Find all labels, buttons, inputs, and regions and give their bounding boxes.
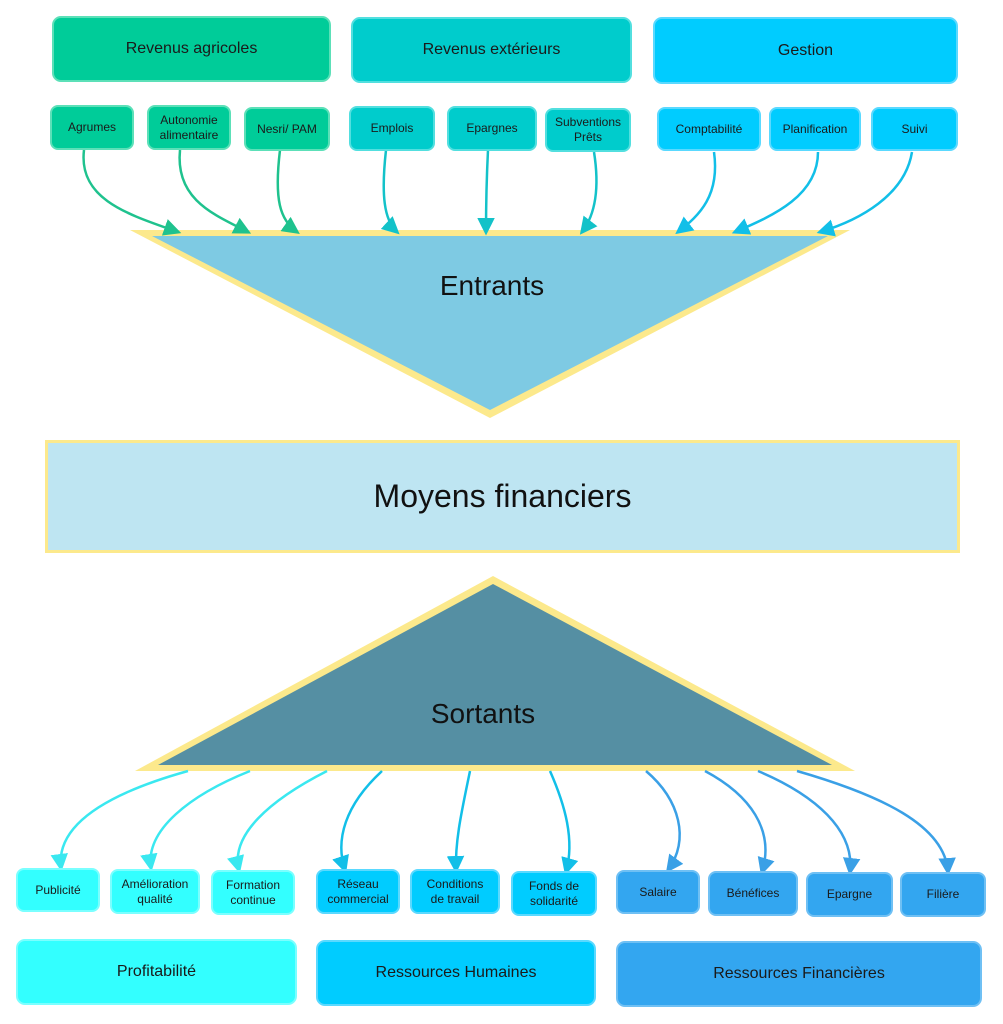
arrow-filiere	[796, 769, 956, 876]
input-item-comptabilite: Comptabilité	[657, 107, 761, 151]
category-profitabilite: Profitabilité	[16, 939, 297, 1005]
arrow-suivi	[816, 151, 914, 237]
output-item-fonds-de-solidarite: Fonds de solidarité	[511, 871, 597, 916]
output-item-conditions-de-travail: Conditions de travail	[410, 869, 500, 914]
arrow-publicite	[50, 769, 189, 872]
arrow-conditions	[446, 770, 472, 874]
input-item-subventions-prets: Subventions Prêts	[545, 108, 631, 152]
arrow-reseau	[332, 770, 383, 874]
moyens-financiers-box: Moyens financiers	[45, 440, 960, 553]
arrow-epargne	[757, 769, 861, 876]
entrants-triangle	[152, 236, 828, 410]
arrow-fonds	[548, 770, 579, 876]
entrants-label: Entrants	[439, 270, 545, 301]
input-item-agrumes: Agrumes	[50, 105, 134, 150]
input-item-suivi: Suivi	[871, 107, 958, 151]
output-item-epargne: Epargne	[806, 872, 893, 917]
arrow-emplois	[380, 149, 400, 235]
arrow-agrumes	[82, 149, 182, 236]
moyens-financiers-label: Moyens financiers	[373, 478, 632, 514]
input-item-planification: Planification	[769, 107, 861, 151]
arrow-planification	[731, 151, 820, 235]
category-gestion: Gestion	[653, 17, 958, 84]
arrow-salaire	[645, 770, 684, 873]
output-item-publicite: Publicité	[16, 868, 100, 912]
arrow-epargnes	[477, 149, 495, 236]
input-item-emplois: Emplois	[349, 106, 435, 151]
category-revenus-agricoles: Revenus agricoles	[52, 16, 331, 82]
output-item-salaire: Salaire	[616, 870, 700, 914]
arrow-benefices	[704, 769, 775, 876]
input-item-autonomie-alimentaire: Autonomie alimentaire	[147, 105, 231, 150]
input-item-epargnes: Epargnes	[447, 106, 537, 151]
output-item-formation-continue: Formation continue	[211, 870, 295, 915]
category-ressources-financieres: Ressources Financières	[616, 941, 982, 1007]
arrow-comptabilite	[675, 151, 717, 235]
category-revenus-exterieurs: Revenus extérieurs	[351, 17, 632, 83]
sortants-label: Sortants	[430, 698, 536, 729]
output-item-reseau-commercial: Réseau commercial	[316, 869, 400, 914]
output-item-benefices: Bénéfices	[708, 871, 798, 916]
category-ressources-humaines: Ressources Humaines	[316, 940, 596, 1006]
output-item-amelioration-qualite: Amélioration qualité	[110, 869, 200, 914]
arrow-nesri	[276, 149, 300, 235]
arrow-autonomie	[178, 149, 252, 234]
input-item-nesri-pam: Nesri/ PAM	[244, 107, 330, 151]
sortants-triangle	[158, 584, 832, 765]
arrow-amelioration	[140, 769, 251, 872]
arrow-subventions	[579, 151, 598, 235]
output-item-filiere: Filière	[900, 872, 986, 917]
arrow-formation	[227, 769, 328, 874]
